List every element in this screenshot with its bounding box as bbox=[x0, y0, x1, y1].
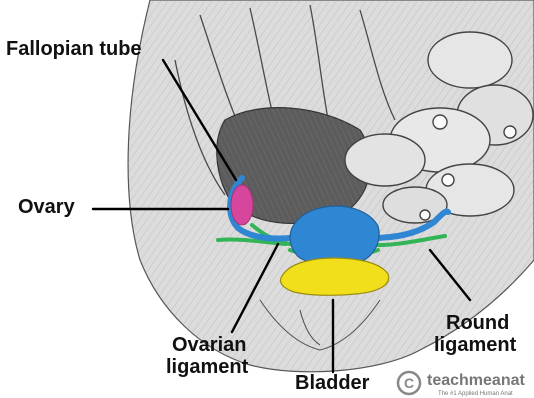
bladder bbox=[281, 258, 389, 295]
watermark-brand: teachmeanat bbox=[427, 372, 525, 390]
ovary-label: Ovary bbox=[18, 196, 75, 218]
ovarian-ligament-label-line2: ligament bbox=[166, 356, 248, 378]
svg-text:C: C bbox=[404, 375, 414, 391]
left-ovary bbox=[231, 185, 253, 225]
bladder-label: Bladder bbox=[295, 372, 369, 394]
copyright-logo-icon: C bbox=[396, 370, 422, 396]
uterus bbox=[290, 206, 379, 265]
fallopian-tube-label: Fallopian tube bbox=[6, 38, 142, 60]
round-ligament-label-line1: Round bbox=[446, 312, 509, 334]
watermark-tagline: The #1 Applied Human Anat bbox=[438, 391, 513, 397]
ovarian-ligament-label-line1: Ovarian bbox=[172, 334, 246, 356]
round-ligament-label-line2: ligament bbox=[434, 334, 516, 356]
